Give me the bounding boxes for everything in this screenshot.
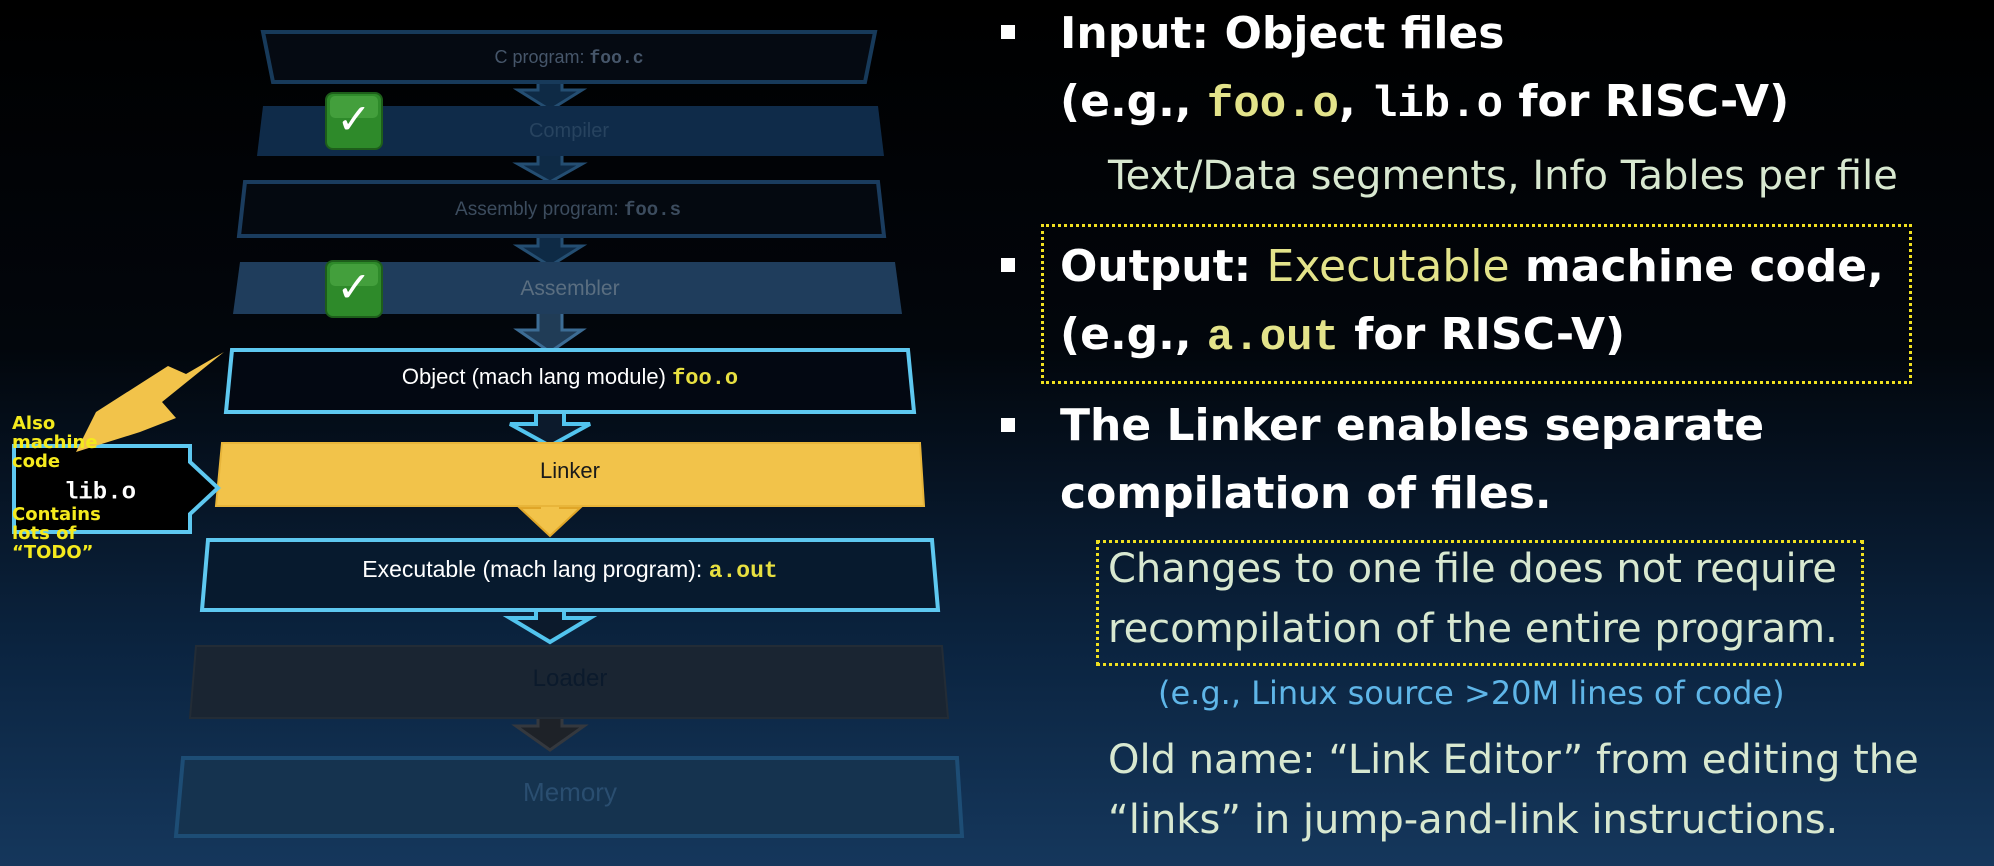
note-line: Contains	[12, 504, 101, 525]
text-fragment: for RISC-V)	[1338, 309, 1626, 360]
bullet-marker	[1001, 418, 1015, 432]
note-line: “TODO”	[12, 542, 94, 563]
bullet-output-line1: Output: Executable machine code,	[1060, 239, 1884, 295]
note-line: Also	[12, 413, 56, 434]
stage-loader: Loader	[188, 645, 950, 719]
callout-note-todo: Contains lots of “TODO”	[12, 505, 101, 562]
svg-text:✓: ✓	[336, 95, 371, 144]
output-highlight-box	[1041, 224, 1912, 384]
svg-text:✓: ✓	[336, 263, 371, 312]
note-line: code	[12, 451, 61, 472]
stage-object-label: Object (mach lang module) foo.o	[402, 364, 738, 391]
note-line: lots of	[12, 523, 77, 544]
stage-assembly-label: Assembly program: foo.s	[455, 199, 681, 221]
text-fragment: (e.g.,	[1060, 76, 1207, 127]
stage-compiler: Compiler ✓	[257, 92, 884, 156]
bullet-marker	[1001, 258, 1015, 272]
arrow-down-1	[512, 78, 588, 112]
bullet-output-line2: (e.g., a.out for RISC-V)	[1060, 307, 1625, 366]
lib-o-arrow-box	[12, 444, 221, 534]
old-name-line1: Old name: “Link Editor” from editing the	[1108, 737, 1919, 783]
linker-sub-line1: Changes to one file does not require	[1108, 546, 1837, 592]
callout-note-machine-code: Also machine code	[12, 414, 98, 471]
stage-loader-label: Loader	[533, 665, 608, 692]
arrow-down-5	[509, 410, 591, 449]
stage-memory: Memory	[173, 756, 965, 838]
code-a-out: a.out	[1206, 313, 1339, 363]
compilation-pipeline-diagram: C program: foo.c Compiler ✓ Assembly pro…	[12, 30, 965, 838]
stage-linker: Linker	[214, 442, 926, 507]
stage-c-program: C program: foo.c	[260, 30, 878, 84]
text-fragment: for RISC-V)	[1503, 76, 1790, 127]
lib-o-label: lib.o	[64, 479, 136, 506]
bullet-input-line2: (e.g., foo.o, lib.o for RISC-V)	[1060, 74, 1789, 133]
lib-o-input: lib.o	[12, 444, 221, 534]
stage-assembly-program: Assembly program: foo.s	[236, 180, 887, 238]
text-fragment: machine code,	[1509, 241, 1884, 292]
stage-assembler-label: Assembler	[520, 277, 619, 300]
checkmark-icon: ✓	[325, 92, 383, 150]
note-line: machine	[12, 432, 98, 453]
code-foo-o: foo.o	[1206, 80, 1339, 130]
executable-highlight: Executable	[1266, 241, 1510, 292]
linker-example: (e.g., Linux source >20M lines of code)	[1158, 674, 1785, 712]
text-fragment: ,	[1338, 76, 1371, 127]
stage-linker-label: Linker	[540, 458, 600, 483]
stage-assembler: Assembler ✓	[233, 260, 902, 318]
linker-sub-line2: recompilation of the entire program.	[1108, 606, 1838, 652]
stage-c-program-label: C program: foo.c	[494, 47, 643, 69]
bullet-input-sub: Text/Data segments, Info Tables per file	[1108, 153, 1898, 199]
checkmark-icon: ✓	[325, 260, 383, 318]
changes-highlight-box	[1096, 540, 1864, 666]
code-lib-o: lib.o	[1371, 80, 1504, 130]
bullet-linker-line2: compilation of files.	[1060, 466, 1552, 522]
arrow-down-3	[512, 232, 588, 268]
callout-pointer	[76, 352, 224, 452]
stage-object-file: Object (mach lang module) foo.o	[223, 348, 917, 414]
text-fragment: compilation of files.	[1060, 468, 1552, 519]
old-name-line2: “links” in jump-and-link instructions.	[1108, 797, 1839, 843]
arrow-down-2	[512, 150, 588, 184]
bullet-input-line1: Input: Object files	[1060, 6, 1504, 62]
stage-memory-label: Memory	[523, 777, 617, 807]
bullet-linker-line1: The Linker enables separate	[1060, 398, 1764, 454]
arrow-down-7	[502, 606, 598, 645]
stage-executable: Executable (mach lang program): a.out	[199, 538, 941, 612]
bullet-input-title: Input: Object files	[1060, 8, 1505, 59]
text-fragment: Output:	[1060, 241, 1267, 292]
stage-executable-label: Executable (mach lang program): a.out	[362, 556, 777, 584]
text-fragment: The Linker enables separate	[1060, 400, 1765, 451]
stage-compiler-label: Compiler	[529, 120, 609, 142]
text-fragment: (e.g.,	[1060, 309, 1207, 360]
bullet-marker	[1001, 25, 1015, 39]
